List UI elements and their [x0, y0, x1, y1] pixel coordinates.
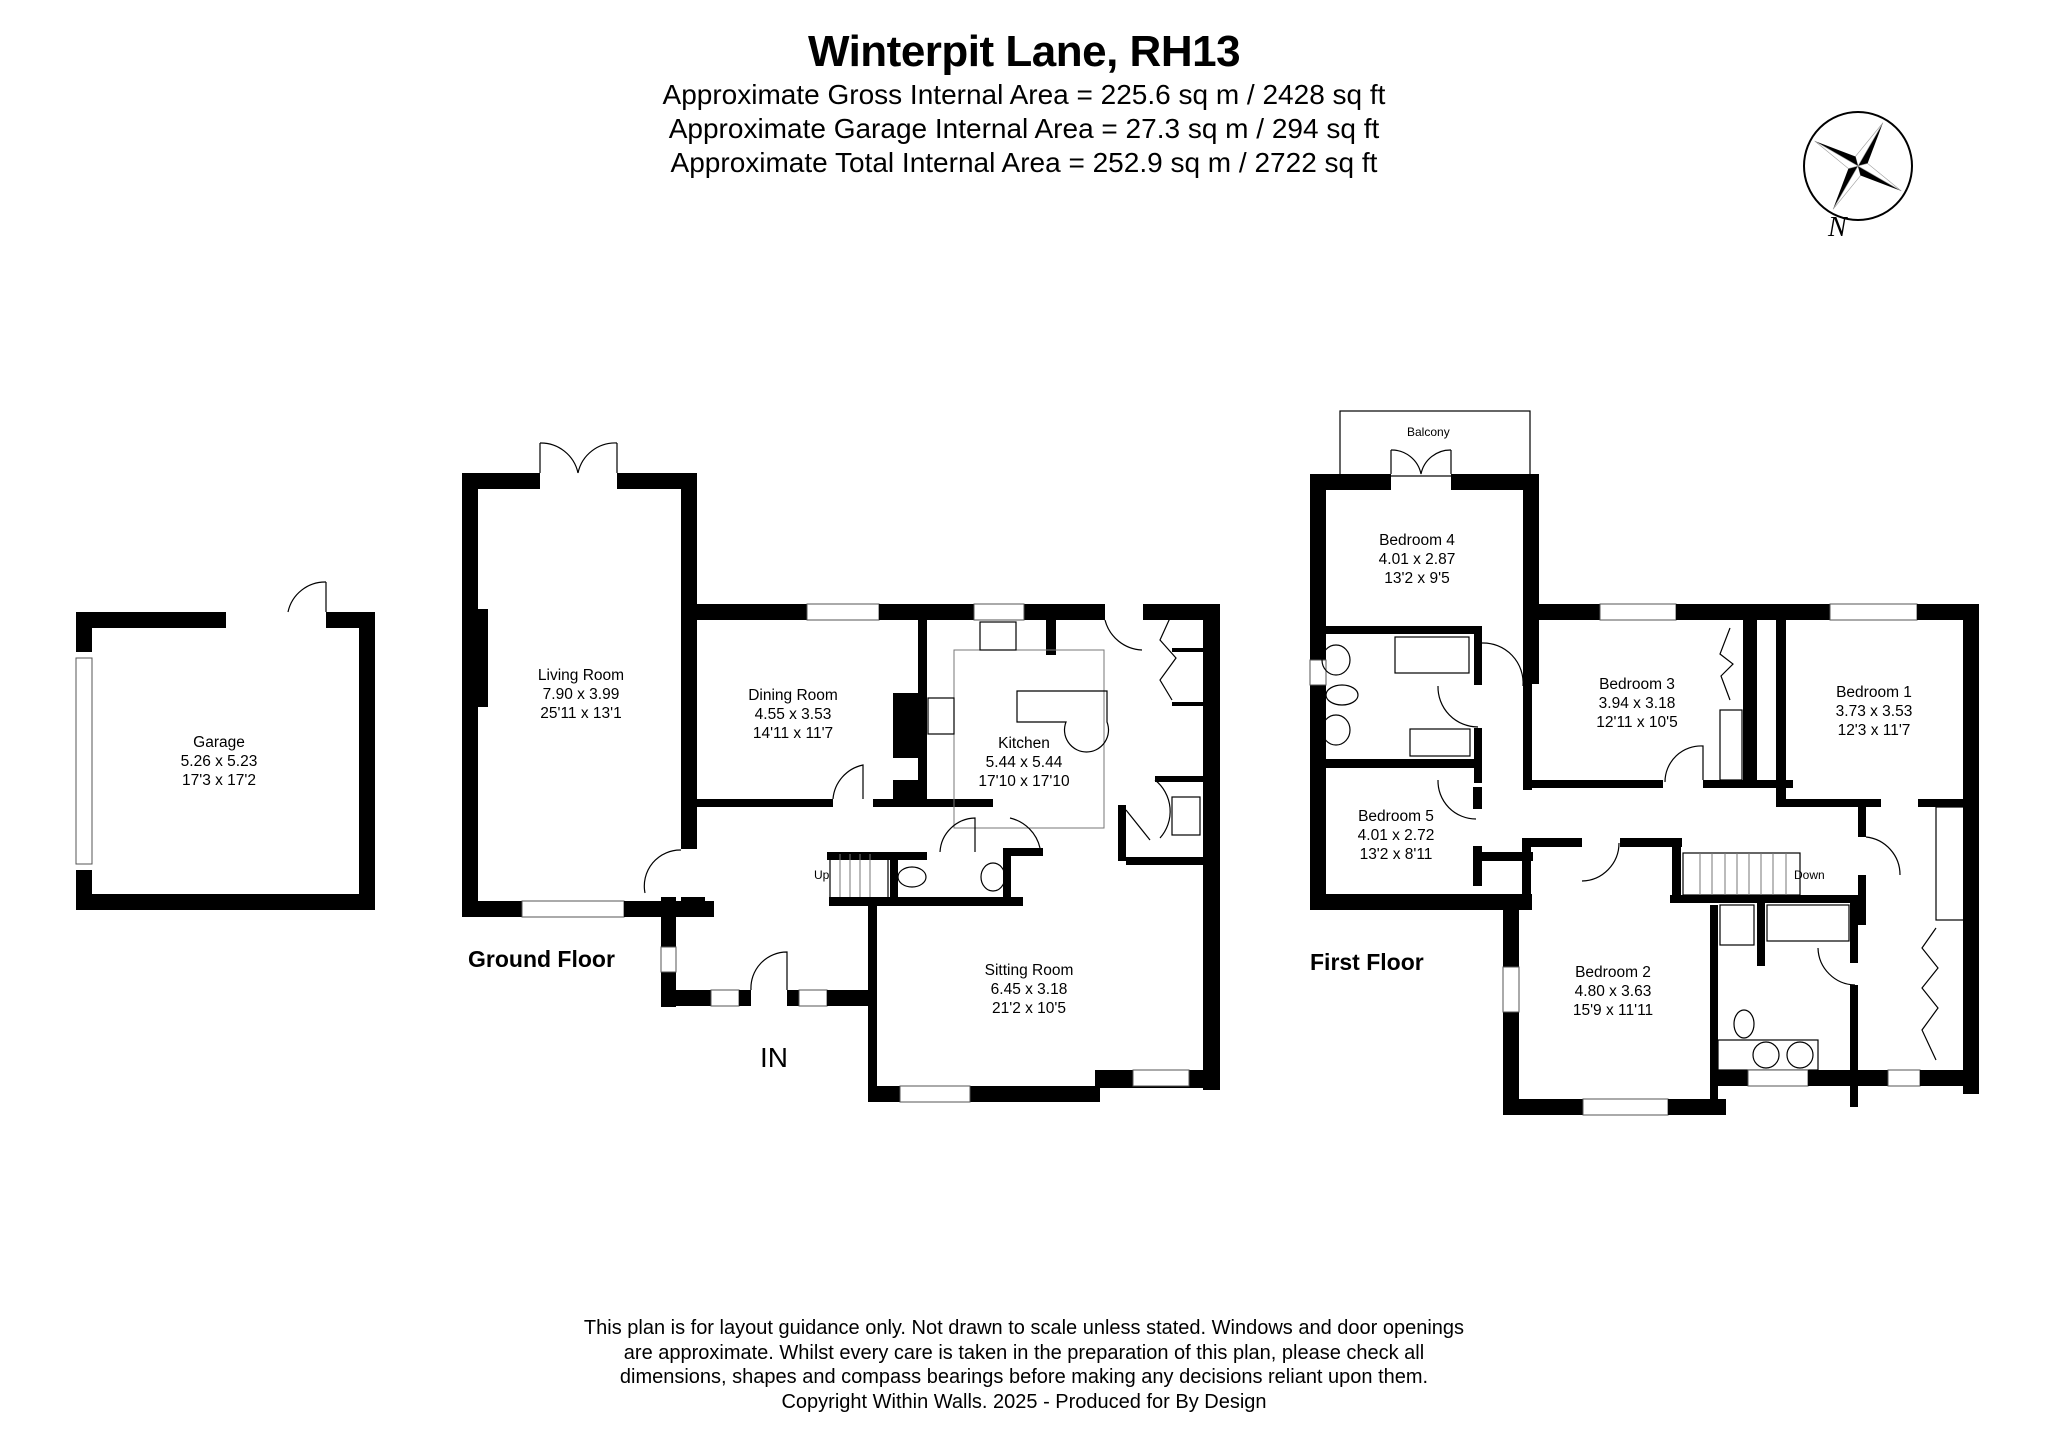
room-imperial: 15'9 x 11'11 — [1572, 1002, 1654, 1019]
room-name: Living Room — [537, 667, 625, 684]
room-bedroom-4: Bedroom 4 4.01 x 2.87 13'2 x 9'5 — [1379, 531, 1456, 588]
disclaimer-line: dimensions, shapes and compass bearings … — [619, 1366, 1429, 1388]
room-imperial: 14'11 x 11'7 — [752, 725, 834, 742]
room-name: Garage — [193, 734, 245, 751]
ground-floor-walls — [462, 442, 1220, 1103]
room-imperial: 13'2 x 8'11 — [1359, 846, 1433, 863]
room-name: Sitting Room — [984, 962, 1074, 979]
room-metric: 3.73 x 3.53 — [1835, 703, 1913, 720]
room-imperial: 25'11 x 13'1 — [540, 705, 622, 722]
room-metric: 3.94 x 3.18 — [1598, 695, 1676, 712]
room-living-room: Living Room 7.90 x 3.99 25'11 x 13'1 — [538, 666, 624, 723]
room-name: Bedroom 4 — [1379, 532, 1455, 549]
room-metric: 4.01 x 2.87 — [1378, 551, 1456, 568]
room-metric: 4.55 x 3.53 — [754, 706, 832, 723]
garage-internal-area: Approximate Garage Internal Area = 27.3 … — [668, 113, 1380, 144]
room-name: Bedroom 1 — [1836, 684, 1912, 701]
room-bedroom-5: Bedroom 5 4.01 x 2.72 13'2 x 8'11 — [1358, 807, 1435, 864]
room-metric: 5.26 x 5.23 — [180, 753, 258, 770]
room-metric: 7.90 x 3.99 — [542, 686, 620, 703]
property-title: Winterpit Lane, RH13 — [807, 27, 1241, 76]
room-imperial: 21'2 x 10'5 — [991, 1000, 1067, 1017]
first-floor-walls — [1309, 410, 1979, 1116]
room-imperial: 17'10 x 17'10 — [978, 773, 1070, 790]
balcony-label: Balcony — [1407, 425, 1450, 439]
room-garage: Garage 5.26 x 5.23 17'3 x 17'2 — [181, 733, 258, 790]
ground-floor-label: Ground Floor — [468, 946, 615, 972]
room-metric: 4.80 x 3.63 — [1574, 983, 1652, 1000]
room-kitchen: Kitchen 5.44 x 5.44 17'10 x 17'10 — [978, 734, 1069, 791]
room-imperial: 12'11 x 10'5 — [1596, 714, 1678, 731]
room-name: Dining Room — [748, 687, 838, 704]
total-internal-area: Approximate Total Internal Area = 252.9 … — [670, 147, 1378, 178]
entrance-label: IN — [760, 1042, 788, 1073]
room-dining-room: Dining Room 4.55 x 3.53 14'11 x 11'7 — [748, 686, 838, 743]
disclaimer-line: This plan is for layout guidance only. N… — [583, 1317, 1465, 1339]
room-name: Bedroom 5 — [1358, 808, 1434, 825]
room-imperial: 13'2 x 9'5 — [1384, 570, 1450, 587]
garage-walls — [75, 581, 375, 910]
compass-rose-icon — [1803, 111, 1913, 221]
room-bedroom-3: Bedroom 3 3.94 x 3.18 12'11 x 10'5 — [1596, 675, 1677, 732]
gross-internal-area: Approximate Gross Internal Area = 225.6 … — [662, 79, 1386, 110]
room-name: Kitchen — [998, 735, 1050, 752]
room-imperial: 12'3 x 11'7 — [1837, 722, 1911, 739]
room-imperial: 17'3 x 17'2 — [181, 772, 257, 789]
room-bedroom-2: Bedroom 2 4.80 x 3.63 15'9 x 11'11 — [1573, 963, 1653, 1020]
room-metric: 6.45 x 3.18 — [990, 981, 1068, 998]
room-bedroom-1: Bedroom 1 3.73 x 3.53 12'3 x 11'7 — [1836, 683, 1913, 740]
stairs-up-label: Up — [814, 868, 830, 882]
copyright-line: Copyright Within Walls. 2025 - Produced … — [781, 1390, 1267, 1413]
plan-header: Winterpit Lane, RH13 Approximate Gross I… — [0, 26, 2048, 180]
room-metric: 5.44 x 5.44 — [985, 754, 1063, 771]
room-metric: 4.01 x 2.72 — [1357, 827, 1435, 844]
compass-north-label: N — [1828, 212, 1847, 243]
room-name: Bedroom 2 — [1575, 964, 1651, 981]
stairs-down-label: Down — [1794, 868, 1825, 882]
room-name: Bedroom 3 — [1599, 676, 1675, 693]
first-floor-label: First Floor — [1310, 949, 1424, 975]
disclaimer-line: are approximate. Whilst every care is ta… — [623, 1341, 1425, 1364]
disclaimer: This plan is for layout guidance only. N… — [0, 1316, 2048, 1414]
room-sitting-room: Sitting Room 6.45 x 3.18 21'2 x 10'5 — [985, 961, 1074, 1018]
